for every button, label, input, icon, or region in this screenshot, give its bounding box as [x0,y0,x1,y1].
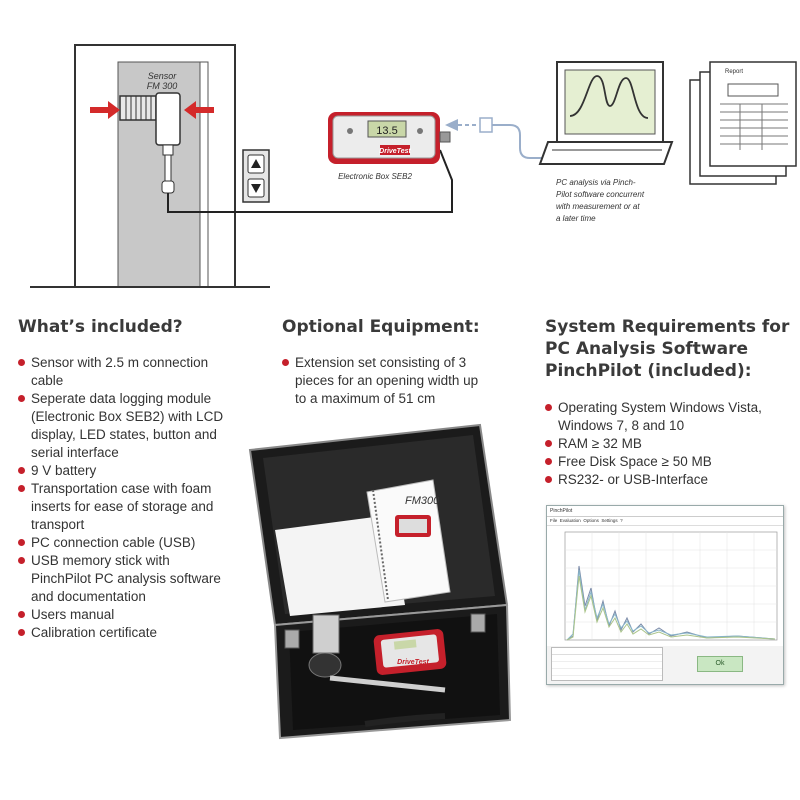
bullet-icon [18,359,25,366]
list-item-text: USB memory stick with PinchPilot PC anal… [31,553,221,604]
optional-heading: Optional Equipment: [282,317,480,337]
device-brand-logo: DriveTest [397,659,429,666]
list-item: Sensor with 2.5 m connection cable [18,354,233,390]
sensor-fm300-icon [119,92,181,194]
screenshot-title-bar: PinchPilot [547,506,783,517]
requirements-heading: System Requirements for PC Analysis Soft… [545,317,790,381]
pinch-force-arrows [90,101,214,119]
window-switch-icon [242,149,270,203]
list-item-text: RAM ≥ 32 MB [558,436,642,451]
box-caption: Electronic Box SEB2 [338,172,412,181]
list-item: Calibration certificate [18,624,233,642]
screenshot-force-plot [547,526,783,646]
list-item: Users manual [18,606,233,624]
list-item: Operating System Windows Vista, Windows … [545,399,790,435]
usb-cable-icon [445,117,545,159]
bullet-icon [545,404,552,411]
list-item-text: Transportation case with foam inserts fo… [31,481,214,532]
list-item-text: PC connection cable (USB) [31,535,196,550]
list-item-text: Calibration certificate [31,625,158,640]
list-item: Seperate data logging module (Electronic… [18,390,233,462]
list-item: PC connection cable (USB) [18,534,233,552]
measurement-setup-diagram: Sensor FM 300 13.5 DriveTest Electronic … [30,44,797,288]
sensor-model-label: FM 300 [147,81,178,91]
bullet-icon [18,485,25,492]
sensor-cable [167,149,453,213]
bullet-icon [18,467,25,474]
bullet-icon [18,557,25,564]
lcd-value: 13.5 [376,125,397,137]
menu-item: ? [620,518,623,523]
screenshot-menu-bar: File Evaluation Options Settings ? [547,517,783,526]
list-item-text: Sensor with 2.5 m connection cable [31,355,209,388]
pc-caption-line-3: with measurement or at [556,202,640,211]
list-item-text: Extension set consisting of 3 pieces for… [295,355,479,406]
bullet-icon [545,458,552,465]
box-brand-logo: DriveTest [379,148,411,155]
sensor-label: Sensor [148,71,178,81]
list-item-text: RS232- or USB-Interface [558,472,709,487]
list-item-text: Seperate data logging module (Electronic… [31,391,224,460]
list-item-text: Users manual [31,607,115,622]
bullet-icon [545,440,552,447]
list-item-text: Free Disk Space ≥ 50 MB [558,454,712,469]
pc-caption-line-4: a later time [556,214,596,223]
menu-item: Options [583,518,599,523]
included-list: Sensor with 2.5 m connection cable Seper… [18,354,233,642]
list-item: Free Disk Space ≥ 50 MB [545,453,790,471]
laptop-icon [538,61,674,165]
electronic-box-seb2 [328,112,451,164]
bullet-icon [18,539,25,546]
included-heading: What’s included? [18,317,183,337]
bullet-icon [545,476,552,483]
report-label: Report [725,69,743,75]
screenshot-results-table [551,647,663,681]
menu-item: Evaluation [559,518,581,523]
list-item: Extension set consisting of 3 pieces for… [282,354,482,408]
ok-label: Ok [715,660,725,667]
list-item: USB memory stick with PinchPilot PC anal… [18,552,233,606]
list-item: Transportation case with foam inserts fo… [18,480,233,534]
list-item: 9 V battery [18,462,233,480]
bullet-icon [18,611,25,618]
transport-case-photo: FM300 DriveTest [248,423,512,740]
bullet-icon [282,359,289,366]
pc-caption-line-2: Pilot software concurrent [556,190,645,199]
screenshot-window-title: PinchPilot [550,508,573,514]
bullet-icon [18,395,25,402]
optional-list: Extension set consisting of 3 pieces for… [282,354,482,408]
pc-caption-line-1: PC analysis via Pinch- [556,178,636,187]
bullet-icon [18,629,25,636]
menu-item: Settings [601,518,618,523]
report-document-icon [689,61,797,185]
pc-caption: PC analysis via Pinch- Pilot software co… [556,178,645,223]
manual-title: FM300 [405,495,440,507]
list-item-text: Operating System Windows Vista, Windows … [558,400,762,433]
requirements-list: Operating System Windows Vista, Windows … [545,399,790,489]
screenshot-ok-button: Ok [697,656,743,672]
pinchpilot-screenshot: PinchPilot File Evaluation Options Setti… [546,505,784,685]
list-item-text: 9 V battery [31,463,97,478]
list-item: RS232- or USB-Interface [545,471,790,489]
list-item: RAM ≥ 32 MB [545,435,790,453]
menu-item: File [550,518,558,523]
